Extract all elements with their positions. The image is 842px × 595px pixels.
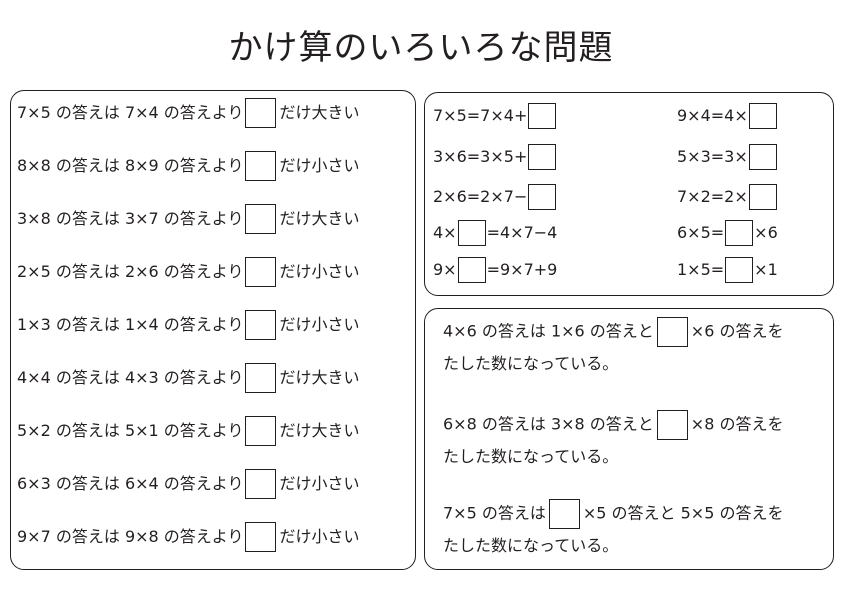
question-line: たした数になっている。 — [443, 353, 619, 373]
question-line: 7×5 の答えは ×5 の答えと 5×5 の答えを — [443, 497, 828, 530]
answer-box[interactable] — [656, 316, 688, 347]
equation-text: 1×5= — [677, 260, 725, 279]
equation-text: 9×4=4× — [677, 106, 748, 125]
question-text: 7×5 の答えは 7×4 の答えより — [17, 103, 244, 122]
comparison-row: 7×5 の答えは 7×4 の答えより だけ大きい — [17, 98, 360, 128]
equation-row: 3×6=3×5+ — [433, 144, 557, 170]
equation-row: 2×6=2×7− — [433, 184, 557, 210]
equation-row: 6×5= ×6 — [677, 220, 778, 246]
answer-box[interactable] — [725, 257, 754, 283]
comparison-row: 8×8 の答えは 8×9 の答えより だけ小さい — [17, 151, 360, 181]
question-suffix: だけ小さい — [279, 156, 360, 175]
question-suffix: だけ大きい — [279, 209, 360, 228]
equation-suffix: =4×7−4 — [486, 223, 558, 242]
question-text: 8×8 の答えは 8×9 の答えより — [17, 156, 244, 175]
question-suffix: だけ小さい — [279, 527, 360, 546]
answer-box[interactable] — [528, 144, 557, 170]
question-text: 7×5 の答えは — [443, 503, 546, 523]
equation-row: 7×2=2× — [677, 184, 778, 210]
equation-suffix: =9×7+9 — [486, 260, 558, 279]
question-line: たした数になっている。 — [443, 446, 619, 466]
sum-question: 6×8 の答えは 3×8 の答えと ×8 の答えを たした数になっている。 — [443, 408, 828, 473]
question-suffix: だけ大きい — [279, 368, 360, 387]
answer-box[interactable] — [245, 98, 277, 128]
question-line: たした数になっている。 — [443, 535, 619, 555]
equation-row: 1×5= ×1 — [677, 257, 778, 283]
answer-box[interactable] — [245, 151, 277, 181]
comparison-panel — [10, 90, 416, 570]
question-line: 4×6 の答えは 1×6 の答えと ×6 の答えを — [443, 315, 828, 348]
answer-box[interactable] — [245, 363, 277, 393]
comparison-row: 3×8 の答えは 3×7 の答えより だけ大きい — [17, 204, 360, 234]
question-suffix: ×5 の答えと 5×5 の答えを — [582, 503, 784, 523]
answer-box[interactable] — [245, 522, 277, 552]
equation-suffix: ×6 — [754, 223, 778, 242]
equation-panel — [424, 92, 834, 296]
sum-panel — [424, 308, 834, 570]
question-line: 6×8 の答えは 3×8 の答えと ×8 の答えを — [443, 408, 828, 441]
equation-text: 3×6=3×5+ — [433, 147, 528, 166]
answer-box[interactable] — [245, 310, 277, 340]
equation-text: 6×5= — [677, 223, 725, 242]
question-text: 4×6 の答えは 1×6 の答えと — [443, 321, 654, 341]
comparison-row: 9×7 の答えは 9×8 の答えより だけ小さい — [17, 522, 360, 552]
sum-question: 7×5 の答えは ×5 の答えと 5×5 の答えを たした数になっている。 — [443, 497, 828, 562]
equation-text: 9× — [433, 260, 457, 279]
equation-row: 9×4=4× — [677, 103, 778, 129]
question-suffix: ×6 の答えを — [690, 321, 784, 341]
answer-box[interactable] — [245, 257, 277, 287]
sum-question: 4×6 の答えは 1×6 の答えと ×6 の答えを たした数になっている。 — [443, 315, 828, 380]
question-text: 6×8 の答えは 3×8 の答えと — [443, 414, 654, 434]
comparison-row: 2×5 の答えは 2×6 の答えより だけ小さい — [17, 257, 360, 287]
question-suffix: ×8 の答えを — [690, 414, 784, 434]
question-text: 2×5 の答えは 2×6 の答えより — [17, 262, 244, 281]
question-suffix: だけ大きい — [279, 103, 360, 122]
answer-box[interactable] — [245, 204, 277, 234]
question-text: 1×3 の答えは 1×4 の答えより — [17, 315, 244, 334]
equation-text: 7×2=2× — [677, 187, 748, 206]
answer-box[interactable] — [748, 184, 777, 210]
question-text: 5×2 の答えは 5×1 の答えより — [17, 421, 244, 440]
equation-text: 2×6=2×7− — [433, 187, 528, 206]
question-suffix: だけ小さい — [279, 474, 360, 493]
answer-box[interactable] — [528, 184, 557, 210]
answer-box[interactable] — [245, 469, 277, 499]
question-text: 6×3 の答えは 6×4 の答えより — [17, 474, 244, 493]
comparison-row: 4×4 の答えは 4×3 の答えより だけ大きい — [17, 363, 360, 393]
comparison-row: 6×3 の答えは 6×4 の答えより だけ小さい — [17, 469, 360, 499]
equation-row: 5×3=3× — [677, 144, 778, 170]
question-text: 9×7 の答えは 9×8 の答えより — [17, 527, 244, 546]
answer-box[interactable] — [748, 103, 777, 129]
equation-row: 4× =4×7−4 — [433, 220, 557, 246]
answer-box[interactable] — [725, 220, 754, 246]
answer-box[interactable] — [748, 144, 777, 170]
answer-box[interactable] — [656, 409, 688, 440]
question-text: 4×4 の答えは 4×3 の答えより — [17, 368, 244, 387]
answer-box[interactable] — [548, 498, 580, 529]
question-suffix: だけ小さい — [279, 315, 360, 334]
equation-text: 4× — [433, 223, 457, 242]
worksheet-title: かけ算のいろいろな問題 — [228, 28, 614, 68]
answer-box[interactable] — [457, 257, 486, 283]
equation-text: 7×5=7×4+ — [433, 106, 528, 125]
answer-box[interactable] — [528, 103, 557, 129]
answer-box[interactable] — [245, 416, 277, 446]
question-text: 3×8 の答えは 3×7 の答えより — [17, 209, 244, 228]
equation-row: 7×5=7×4+ — [433, 103, 557, 129]
comparison-row: 1×3 の答えは 1×4 の答えより だけ小さい — [17, 310, 360, 340]
answer-box[interactable] — [457, 220, 486, 246]
question-suffix: だけ大きい — [279, 421, 360, 440]
equation-suffix: ×1 — [754, 260, 778, 279]
equation-row: 9× =9×7+9 — [433, 257, 557, 283]
comparison-row: 5×2 の答えは 5×1 の答えより だけ大きい — [17, 416, 360, 446]
question-suffix: だけ小さい — [279, 262, 360, 281]
equation-text: 5×3=3× — [677, 147, 748, 166]
